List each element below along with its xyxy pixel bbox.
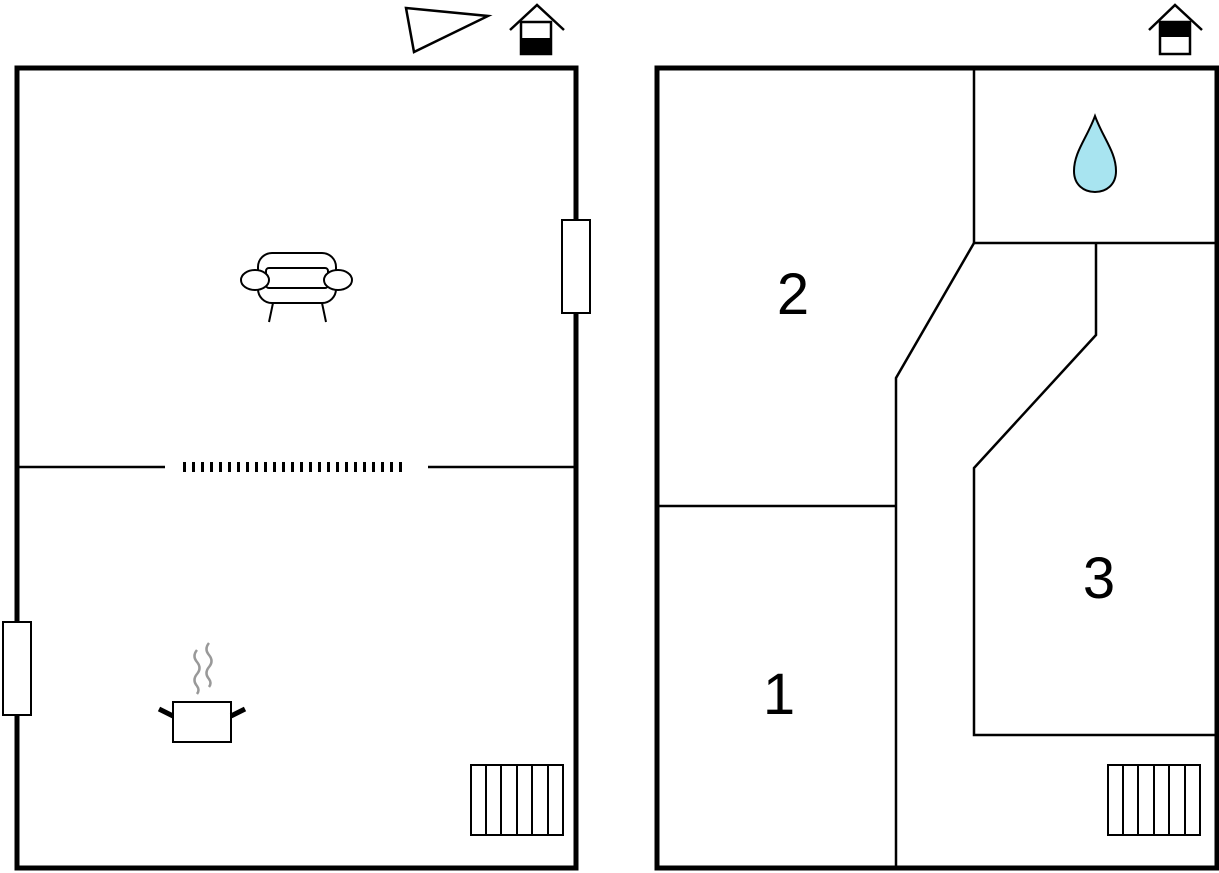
cooking-pot-icon — [157, 642, 247, 743]
upper-floor-plan: 2 1 3 — [654, 3, 1219, 871]
window-icon — [561, 219, 591, 314]
floor-indicator-upper-icon — [1148, 3, 1203, 56]
room-number: 1 — [763, 662, 795, 727]
water-drop-icon — [1072, 113, 1118, 194]
staircase-icon — [470, 764, 564, 836]
upper-floor-outer-wall — [654, 65, 1219, 871]
staircase-icon — [1107, 764, 1201, 836]
compass-icon — [404, 6, 493, 54]
room-number: 3 — [1083, 546, 1115, 611]
room-number: 2 — [777, 262, 809, 327]
ground-floor-plan — [2, 3, 591, 871]
interior-walls — [657, 68, 1217, 868]
floor-indicator-ground-icon — [509, 3, 565, 56]
window-icon — [2, 621, 32, 716]
sofa-icon — [240, 252, 353, 323]
